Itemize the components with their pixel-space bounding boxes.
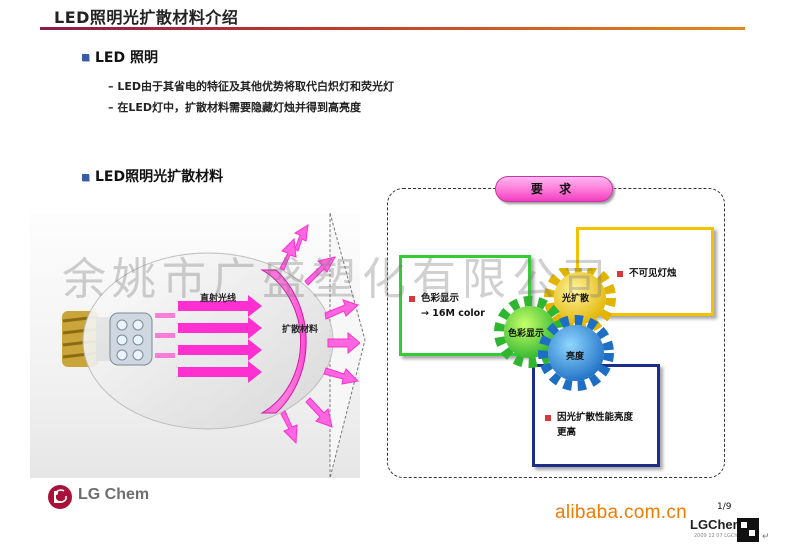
section1-item-1: – LED由于其省电的特征及其他优势将取代白炽灯和荧光灯 xyxy=(108,78,394,94)
section1-heading: LED 照明 xyxy=(95,47,158,67)
label-diffuser: 扩散材料 xyxy=(282,322,318,335)
section-bullet-icon xyxy=(82,54,89,61)
title-rule xyxy=(40,27,745,30)
watermark: 余姚市广盛塑化有限公司 xyxy=(62,243,612,307)
requirements-pill: 要 求 xyxy=(495,176,613,202)
section2-heading: LED照明光扩散材料 xyxy=(95,166,223,186)
section-bullet-icon xyxy=(82,174,89,181)
section1-item-2: – 在LED灯中，扩散材料需要隐藏灯烛并得到高亮度 xyxy=(108,99,361,115)
gear-color-label: 色彩显示 xyxy=(508,326,544,339)
page-title: LED照明光扩散材料介绍 xyxy=(54,4,238,28)
gear-brightness-label: 亮度 xyxy=(566,349,584,362)
lg-chem-brand: LG Chem xyxy=(78,486,149,504)
return-mark: ↵ xyxy=(762,532,770,542)
page-number: 1/9 xyxy=(717,502,731,512)
red-bullet-icon xyxy=(545,415,551,421)
corner-mark-icon xyxy=(737,518,759,542)
brightness-text: 因光扩散性能亮度 更高 xyxy=(545,410,633,440)
led-cluster xyxy=(110,313,152,365)
lg-logo-icon xyxy=(46,483,74,511)
alibaba-watermark: alibaba.com.cn xyxy=(555,502,687,524)
